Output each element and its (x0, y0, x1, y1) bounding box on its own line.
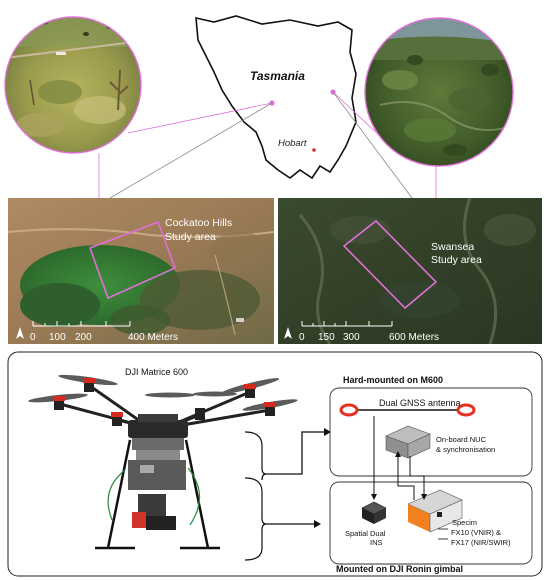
specim-sync-arrows (438, 528, 448, 540)
arrow-to-hard-mount (266, 431, 324, 475)
ins-label-line1: Spatial Dual (345, 529, 386, 538)
arrowhead-nuc (395, 451, 401, 457)
nuc-label-line2: & synchronisation (436, 445, 495, 454)
scale-end-right: 600 Meters (389, 332, 439, 343)
specim-label-line2: FX10 (VNIR) & (451, 528, 501, 537)
gimbal-box: Spatial Dual INS Specim FX10 (VNIR) & FX… (329, 481, 533, 574)
city-label: Hobart (278, 138, 307, 149)
hobart-marker (312, 148, 316, 152)
site-label-cockatoo-line2: Study area (165, 231, 216, 243)
north-arrow-left (16, 327, 24, 339)
scale-tick-right-0: 0 (299, 332, 305, 343)
specim-camera-icon (407, 489, 463, 533)
hard-mount-title: Hard-mounted on M600 (343, 375, 443, 385)
nuc-specim-link (397, 454, 425, 500)
region-label: Tasmania (250, 69, 305, 83)
ins-label-line2: INS (370, 538, 383, 547)
arrowhead-gimbal (314, 520, 321, 528)
gnss-antenna-left (339, 403, 359, 417)
leader-line-left-lower (109, 102, 273, 199)
specim-label-line3: FX17 (NIR/SWIR) (451, 538, 511, 547)
nuc-label-line1: On-board NUC (436, 435, 487, 444)
study-area-box-swansea (342, 219, 438, 310)
nuc-icon (385, 425, 431, 459)
scale-tick-left-0: 0 (30, 332, 36, 343)
aerial-photo-swansea (364, 17, 514, 167)
ins-icon (361, 501, 387, 524)
gnss-antenna-right (456, 403, 476, 417)
scale-tick-right-1: 150 (318, 332, 335, 343)
gimbal-title: Mounted on DJI Ronin gimbal (336, 564, 463, 574)
aerial-photo-cockatoo-hills (4, 16, 142, 154)
hard-mount-box: Hard-mounted on M600 Dual GNSS antenna O… (329, 375, 533, 477)
leader-line-right-lower (332, 91, 413, 199)
satellite-panel-cockatoo-hills: Cockatoo Hills Study area 0 100 200 400 … (8, 198, 274, 344)
scale-tick-left-1: 100 (49, 332, 66, 343)
satellite-panel-swansea: Swansea Study area 0 150 300 600 Meters (278, 198, 542, 344)
study-area-box-cockatoo-hills (88, 220, 177, 300)
arrowhead-hard-mount (324, 428, 331, 436)
drone-label: DJI Matrice 600 (125, 367, 188, 377)
scale-tick-right-2: 300 (343, 332, 360, 343)
tasmania-map: Tasmania Hobart (195, 15, 357, 180)
scale-bar-right (301, 321, 393, 327)
scale-tick-left-2: 200 (75, 332, 92, 343)
arrowhead-ins (371, 494, 377, 500)
drone-illustration (28, 374, 298, 550)
platform-panel: DJI Matrice 600 (7, 351, 543, 577)
brace-upper (244, 431, 267, 481)
tasmania-outline (195, 15, 357, 180)
scale-end-left: 400 Meters (128, 332, 178, 343)
north-arrow-right (284, 327, 292, 339)
arrowhead-specim (421, 494, 427, 500)
scale-bar-left (32, 321, 131, 327)
leader-line-left-upper (127, 102, 273, 134)
site-label-cockatoo-line1: Cockatoo Hills (165, 217, 232, 229)
site-label-swansea-line1: Swansea (431, 241, 474, 253)
antenna-label: Dual GNSS antenna (379, 398, 461, 408)
site-label-swansea-line2: Study area (431, 254, 482, 266)
specim-label-line1: Specim (452, 518, 477, 527)
